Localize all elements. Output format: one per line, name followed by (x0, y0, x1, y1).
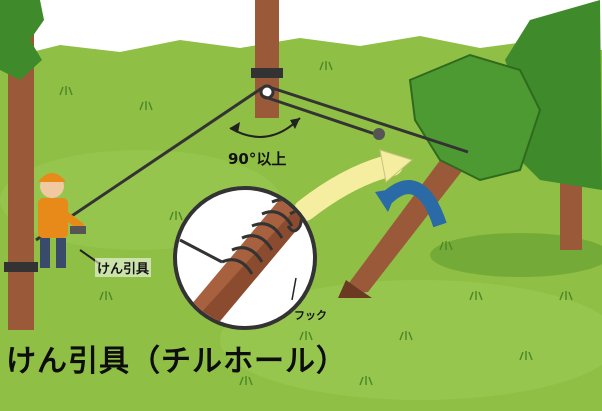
angle-arrow-left-icon (230, 122, 240, 133)
anchor-strap (4, 262, 38, 272)
rope-pulley-icon (373, 128, 385, 140)
winch-label: けん引具 (95, 258, 152, 277)
angle-arrow-right-icon (290, 118, 300, 129)
angle-label: 90°以上 (228, 150, 287, 168)
tree-stump (338, 280, 372, 298)
pulley-strap (251, 68, 283, 78)
left-tree-foliage (0, 0, 44, 80)
rope-lines (35, 86, 469, 242)
hook-detail-inset (173, 186, 317, 330)
tree-shadow (430, 233, 602, 277)
zoom-arrow-head-icon (379, 149, 414, 183)
caption: けん引具（チルホール） (6, 344, 347, 379)
worker-figure (38, 173, 86, 268)
hook-label: フック (294, 309, 327, 322)
falling-tree-foliage (408, 53, 542, 182)
rotation-arrow-head-icon (375, 188, 398, 212)
grass-patch (220, 280, 602, 400)
